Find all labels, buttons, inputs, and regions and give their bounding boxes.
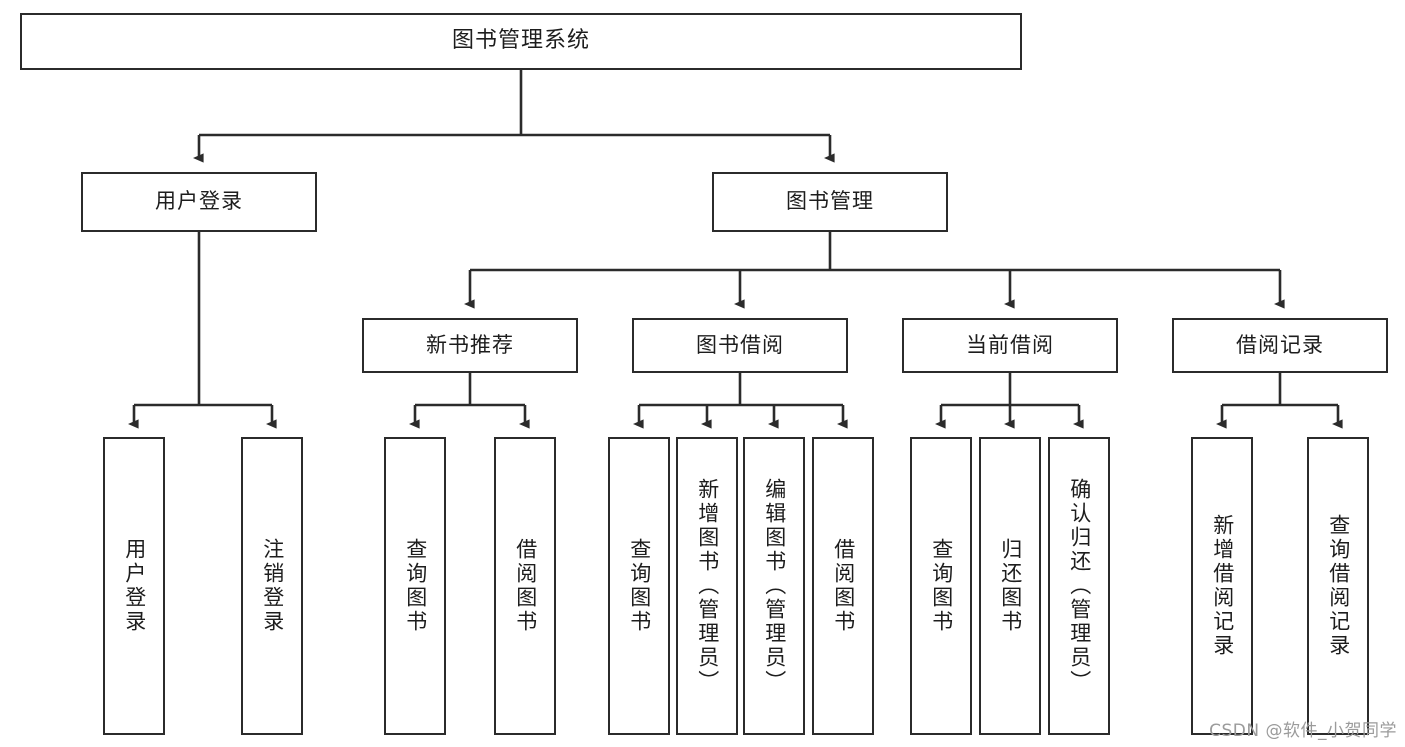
node-label: 图书借阅 (696, 332, 784, 357)
node-label: 图书管理 (786, 189, 874, 214)
node-label: 借阅记录 (1236, 332, 1324, 357)
leaf-new-book-query-book[interactable]: 查询图书 (384, 437, 446, 735)
node-current-borrow[interactable]: 当前借阅 (902, 318, 1118, 373)
leaf-book-borrow-borrow-book[interactable]: 借阅图书 (812, 437, 874, 735)
node-label: 借阅图书 (831, 538, 856, 634)
leaf-new-book-borrow-book[interactable]: 借阅图书 (494, 437, 556, 735)
node-label: 注销登录 (260, 538, 285, 634)
leaf-book-borrow-query-book[interactable]: 查询图书 (608, 437, 670, 735)
node-root-book-management-system[interactable]: 图书管理系统 (20, 13, 1022, 70)
watermark-text: CSDN @软件_小贺同学 (1209, 721, 1397, 741)
node-label: 编辑图书（管理员） (762, 478, 787, 694)
node-label: 新增图书（管理员） (695, 478, 720, 694)
node-label: 归还图书 (998, 538, 1023, 634)
node-label: 查询图书 (403, 538, 428, 634)
node-new-book-recommend[interactable]: 新书推荐 (362, 318, 578, 373)
node-label: 用户登录 (155, 189, 243, 214)
leaf-current-borrow-confirm-return-admin[interactable]: 确认归还（管理员） (1048, 437, 1110, 735)
node-label: 图书管理系统 (451, 28, 590, 54)
node-book-borrow[interactable]: 图书借阅 (632, 318, 848, 373)
node-label: 确认归还（管理员） (1067, 478, 1092, 694)
node-label: 新增借阅记录 (1210, 514, 1235, 658)
leaf-user-login-login[interactable]: 用户登录 (103, 437, 165, 735)
node-label: 查询图书 (627, 538, 652, 634)
node-label: 新书推荐 (426, 332, 514, 357)
node-book-management[interactable]: 图书管理 (712, 172, 948, 232)
node-label: 当前借阅 (966, 332, 1054, 357)
leaf-current-borrow-return-book[interactable]: 归还图书 (979, 437, 1041, 735)
node-label: 用户登录 (122, 538, 147, 634)
leaf-book-borrow-edit-book-admin[interactable]: 编辑图书（管理员） (743, 437, 805, 735)
node-label: 查询图书 (929, 538, 954, 634)
node-label: 查询借阅记录 (1326, 514, 1351, 658)
leaf-user-login-logout[interactable]: 注销登录 (241, 437, 303, 735)
leaf-book-borrow-add-book-admin[interactable]: 新增图书（管理员） (676, 437, 738, 735)
leaf-borrow-record-add-record[interactable]: 新增借阅记录 (1191, 437, 1253, 735)
node-borrow-record[interactable]: 借阅记录 (1172, 318, 1388, 373)
node-label: 借阅图书 (513, 538, 538, 634)
node-user-login[interactable]: 用户登录 (81, 172, 317, 232)
leaf-current-borrow-query-book[interactable]: 查询图书 (910, 437, 972, 735)
leaf-borrow-record-query-record[interactable]: 查询借阅记录 (1307, 437, 1369, 735)
